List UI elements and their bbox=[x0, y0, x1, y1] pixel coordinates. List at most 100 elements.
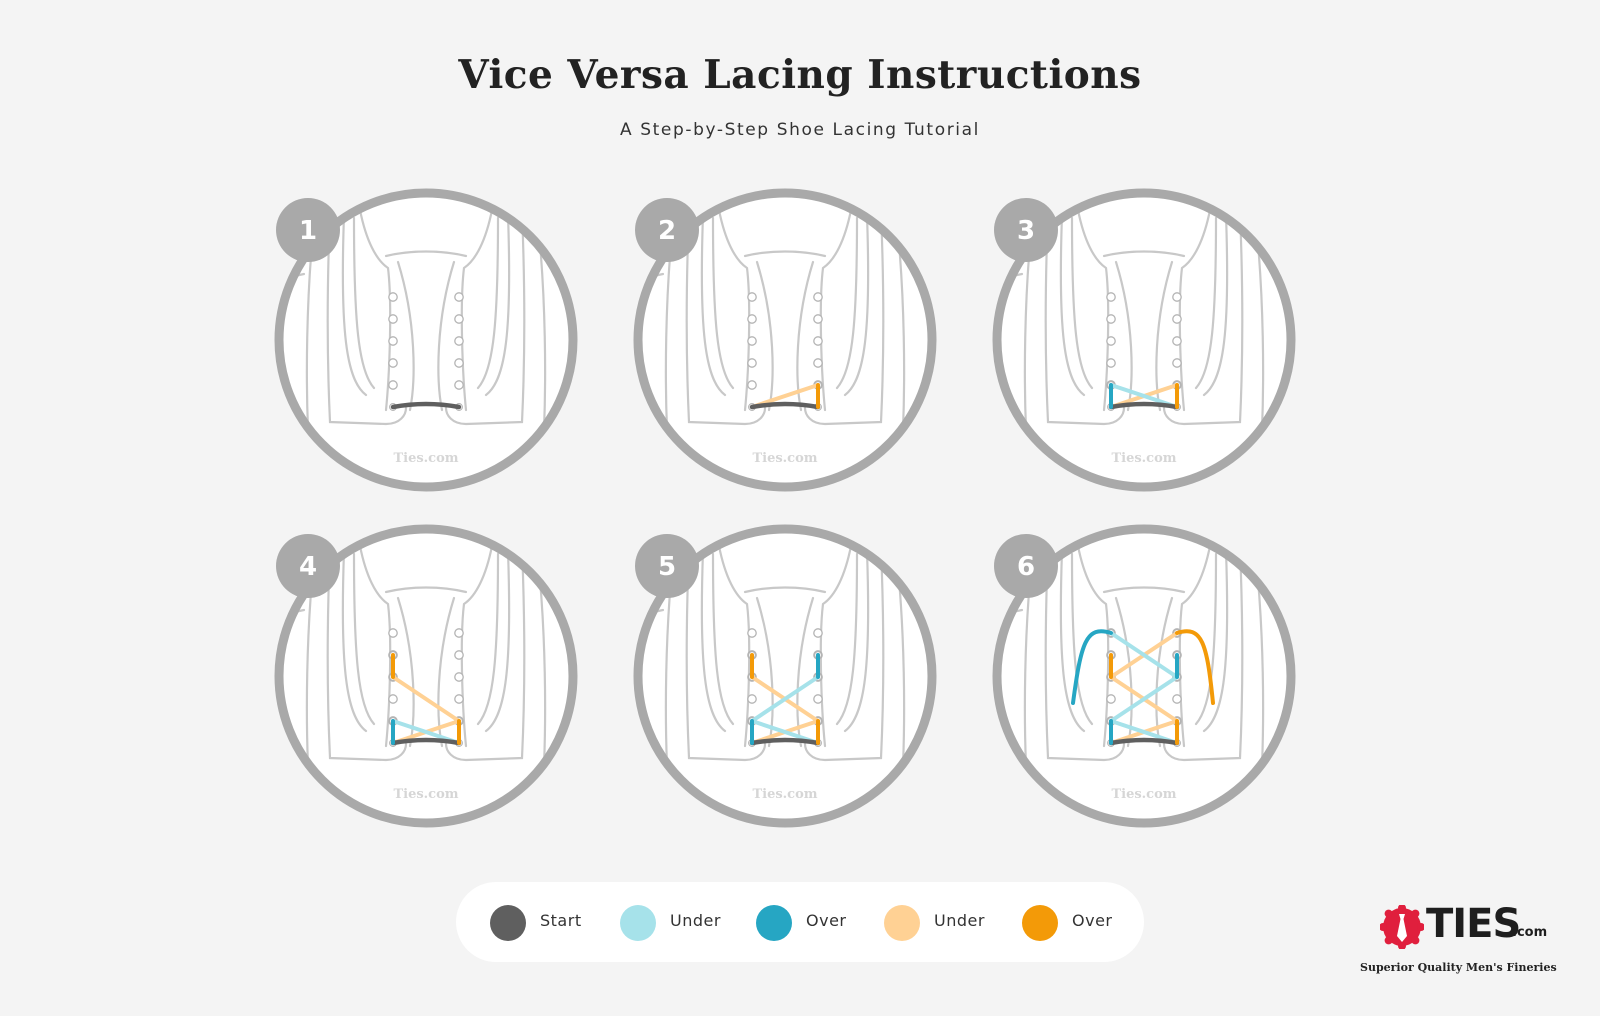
eyelet bbox=[813, 336, 823, 346]
shoe-tongue-left bbox=[396, 596, 415, 748]
eyelet bbox=[813, 694, 823, 704]
step-badge bbox=[635, 198, 699, 262]
shoe-tongue-top bbox=[1102, 250, 1186, 258]
shoe-quarter-left bbox=[326, 210, 408, 426]
step-disc bbox=[997, 529, 1291, 823]
shoe-seam-left bbox=[700, 213, 727, 397]
legend-label-start: Start bbox=[540, 911, 582, 930]
step-disc bbox=[279, 529, 573, 823]
watermark: Ties.com bbox=[393, 451, 458, 466]
shoe-quarter-left bbox=[326, 546, 408, 762]
legend-label-blue-under: Under bbox=[670, 911, 721, 930]
step-badge bbox=[276, 198, 340, 262]
shoe-tongue-left bbox=[755, 260, 774, 412]
eyelet bbox=[813, 292, 823, 302]
shoe-seam-left bbox=[1059, 213, 1086, 397]
shoe-tongue-right bbox=[796, 596, 815, 748]
step-number: 2 bbox=[658, 216, 676, 246]
shoe-eyestay-left bbox=[358, 544, 392, 748]
shoe-seam-left-2 bbox=[1070, 216, 1094, 390]
shoe-seam-left-2 bbox=[711, 552, 735, 726]
eyelet bbox=[388, 628, 398, 638]
legend: Start Under Over Under Over bbox=[456, 882, 1144, 962]
lace-start bbox=[1108, 737, 1180, 746]
laces bbox=[749, 383, 821, 410]
shoe-tongue-top bbox=[384, 586, 468, 594]
shoe-seam-left-2 bbox=[352, 552, 376, 726]
legend-swatch-orange-under bbox=[884, 905, 920, 941]
eyelet bbox=[1106, 694, 1116, 704]
eyelet bbox=[1172, 292, 1182, 302]
shoe-seam-right-2 bbox=[1194, 216, 1218, 390]
step-frame bbox=[274, 524, 578, 828]
shoe-eyestay-left bbox=[717, 544, 751, 748]
step-disc bbox=[638, 529, 932, 823]
shoe-seam-right-2 bbox=[835, 216, 859, 390]
shoe-seam-right bbox=[843, 549, 870, 733]
shoe-outline bbox=[640, 208, 906, 432]
tie-seal-icon bbox=[1380, 905, 1424, 949]
shoe-tongue-right bbox=[796, 260, 815, 412]
shoe-seam-right-2 bbox=[835, 552, 859, 726]
step-frame bbox=[992, 188, 1296, 492]
eyelet bbox=[747, 314, 757, 324]
shoe-seam-right bbox=[843, 213, 870, 397]
lace-start bbox=[390, 737, 462, 746]
shoe-eyestay-right bbox=[460, 544, 494, 748]
shoe-seam-right-2 bbox=[476, 216, 500, 390]
legend-label-blue-over: Over bbox=[806, 911, 847, 930]
shoe-quarter-left bbox=[1044, 210, 1126, 426]
legend-swatch-blue-over bbox=[756, 905, 792, 941]
eyelet bbox=[454, 358, 464, 368]
shoe-quarter-right bbox=[1162, 546, 1244, 762]
shoe-tongue-top bbox=[384, 250, 468, 258]
shoe-eyestay-left bbox=[1076, 208, 1110, 412]
eyelet bbox=[454, 292, 464, 302]
step-2: Ties.com 2 bbox=[633, 188, 937, 492]
shoe-seam-left bbox=[341, 549, 368, 733]
eyelet bbox=[1172, 314, 1182, 324]
shoe-eyestay-left bbox=[358, 208, 392, 412]
page-title: Vice Versa Lacing Instructions bbox=[458, 52, 1142, 98]
shoe-seam-left-2 bbox=[1070, 552, 1094, 726]
step-disc bbox=[638, 193, 932, 487]
eyelet bbox=[1106, 336, 1116, 346]
watermark: Ties.com bbox=[752, 451, 817, 466]
eyelet bbox=[1106, 314, 1116, 324]
step-number: 4 bbox=[299, 552, 317, 582]
shoe-quarter-right bbox=[803, 546, 885, 762]
shoe-tongue-left bbox=[1114, 260, 1133, 412]
shoe-tongue-top bbox=[743, 586, 827, 594]
eyelets bbox=[388, 292, 464, 411]
shoe-tongue-left bbox=[755, 596, 774, 748]
shoe-quarter-right bbox=[803, 210, 885, 426]
shoe-tongue-top bbox=[1102, 586, 1186, 594]
eyelet bbox=[388, 336, 398, 346]
eyelets bbox=[747, 292, 823, 411]
shoe-tongue-right bbox=[1155, 596, 1174, 748]
shoe-seam-left-2 bbox=[711, 216, 735, 390]
lace-tail-orange bbox=[1175, 629, 1215, 705]
step-number: 5 bbox=[658, 552, 676, 582]
shoe-seam-left bbox=[1059, 549, 1086, 733]
legend-swatch-start bbox=[490, 905, 526, 941]
shoe-tongue-left bbox=[1114, 596, 1133, 748]
shoe-eyestay-right bbox=[819, 208, 853, 412]
legend-label-orange-over: Over bbox=[1072, 911, 1113, 930]
step-disc bbox=[279, 193, 573, 487]
shoe-eyestay-right bbox=[819, 544, 853, 748]
shoe-quarter-right bbox=[444, 210, 526, 426]
eyelet bbox=[813, 628, 823, 638]
laces bbox=[749, 653, 821, 746]
shoe-quarter-right bbox=[1162, 210, 1244, 426]
lace-start bbox=[749, 401, 821, 410]
legend-swatch-blue-under bbox=[620, 905, 656, 941]
lace-start bbox=[1108, 401, 1180, 410]
step-4: Ties.com 4 bbox=[274, 524, 578, 828]
shoe-seam-left-2 bbox=[352, 216, 376, 390]
step-number: 1 bbox=[299, 216, 317, 246]
watermark: Ties.com bbox=[393, 787, 458, 802]
legend-label-orange-under: Under bbox=[934, 911, 985, 930]
shoe-tongue-right bbox=[1155, 260, 1174, 412]
